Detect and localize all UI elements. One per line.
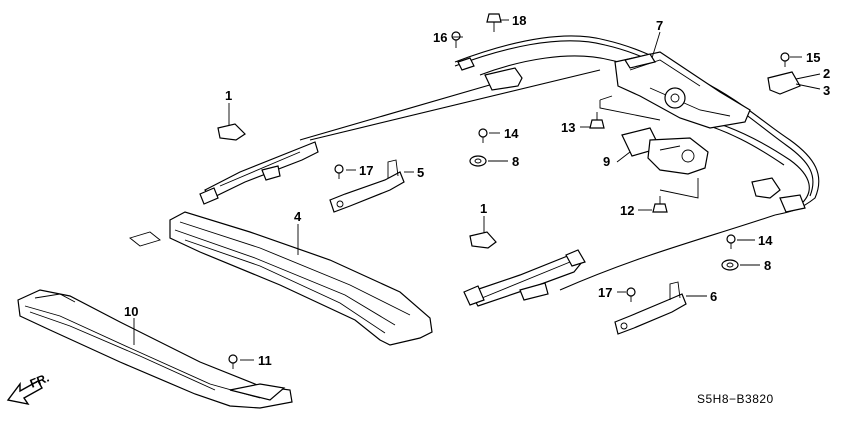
- callout-10: 10: [124, 304, 138, 319]
- sunroof-motor: [621, 127, 709, 175]
- callout-17-upper: 17: [359, 163, 373, 178]
- callout-18: 18: [512, 13, 526, 28]
- callout-4: 4: [294, 209, 302, 224]
- nut-8-upper: [469, 155, 487, 167]
- callout-labels: 1 1 2 3 4 5 6 7 8 8 9 10 11 12 13 14 14 …: [124, 13, 830, 368]
- link-bracket-left: [329, 159, 405, 213]
- screw-15: [780, 52, 790, 67]
- leader-lines: [133, 19, 821, 361]
- nut-8-lower: [721, 259, 739, 271]
- motor-leader-bracket: [599, 95, 699, 199]
- callout-2: 2: [823, 66, 830, 81]
- callout-12: 12: [620, 203, 634, 218]
- bolt-13: [589, 112, 605, 129]
- callout-1-upper: 1: [225, 88, 232, 103]
- callout-13: 13: [561, 120, 575, 135]
- bolt-18: [486, 13, 502, 32]
- screw-14-lower: [726, 234, 736, 249]
- bracket-part-2-3: [767, 71, 801, 95]
- front-label: FR.: [28, 371, 51, 391]
- front-deflector: [17, 289, 293, 409]
- screw-16: [451, 31, 461, 48]
- slide-rail-right: [463, 249, 586, 307]
- slide-rail-left: [199, 141, 319, 205]
- callout-16: 16: [433, 30, 447, 45]
- callout-9: 9: [603, 154, 610, 169]
- callout-11: 11: [258, 353, 272, 368]
- clip-part-1-upper: [217, 123, 246, 141]
- callout-8-upper: 8: [512, 154, 519, 169]
- callout-6: 6: [710, 289, 717, 304]
- screw-14-upper: [478, 128, 488, 143]
- callout-5: 5: [417, 165, 424, 180]
- clip-part-1-lower: [469, 231, 497, 249]
- front-direction-indicator: FR.: [6, 371, 51, 406]
- cable-guide-bracket: [457, 57, 806, 213]
- front-arrow-icon: [6, 380, 43, 406]
- bolt-12: [652, 196, 668, 213]
- callout-7: 7: [656, 18, 663, 33]
- callout-8-lower: 8: [764, 258, 771, 273]
- screw-11: [228, 354, 238, 369]
- callout-1-lower: 1: [480, 201, 487, 216]
- callout-14-upper: 14: [504, 126, 519, 141]
- diagram-code: S5H8−B3820: [697, 392, 774, 406]
- callout-3: 3: [823, 83, 830, 98]
- callout-17-lower: 17: [598, 285, 612, 300]
- callout-14-lower: 14: [758, 233, 773, 248]
- drip-rail: [129, 211, 433, 346]
- screw-17-lower: [626, 287, 636, 302]
- drive-bracket-assembly: [614, 51, 751, 129]
- callout-15: 15: [806, 50, 820, 65]
- screw-17-upper: [334, 164, 344, 179]
- drive-cables: [299, 35, 820, 291]
- link-bracket-right: [614, 281, 687, 335]
